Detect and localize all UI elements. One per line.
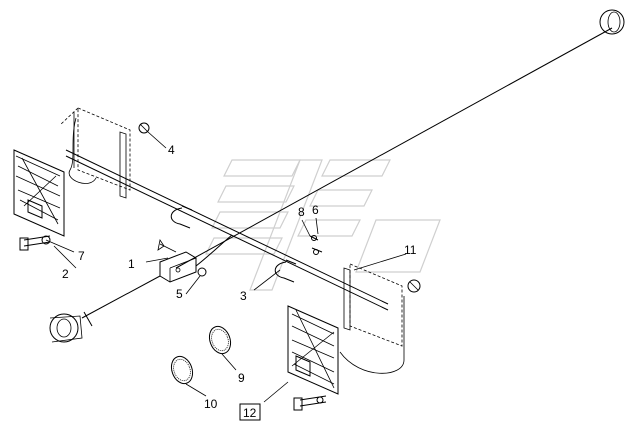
- callout-3: 3: [240, 289, 247, 303]
- trailer-plug: [49, 275, 161, 343]
- screws-washers: [309, 235, 323, 255]
- callout-12: 12: [243, 406, 257, 420]
- watermark-logo: [205, 159, 441, 291]
- right-tail-lamp: [287, 305, 339, 395]
- left-tail-lamp: [13, 149, 65, 237]
- left-lamp-bracket: [59, 107, 131, 199]
- u-bolts: [170, 205, 297, 283]
- callout-8: 8: [298, 205, 305, 219]
- callout-6: 6: [312, 203, 319, 217]
- callout-10: 10: [204, 397, 218, 411]
- cable-rod: [175, 9, 625, 269]
- callout-1: 1: [128, 257, 135, 271]
- reflectors: [170, 325, 232, 385]
- callout-4: 4: [168, 143, 175, 157]
- callout-12-box: [239, 403, 261, 421]
- right-lamp-bracket: [339, 263, 421, 374]
- callout-9: 9: [238, 371, 245, 385]
- junction-box: [157, 234, 233, 283]
- callout-5: 5: [176, 287, 183, 301]
- light-bar-rail: [65, 149, 389, 311]
- callout-2: 2: [62, 267, 69, 281]
- callout-7: 7: [78, 249, 85, 263]
- callout-11: 11: [404, 243, 417, 257]
- bolts: [19, 122, 327, 411]
- callout-labels: 1 2 3 4 5 6 7 8 9 10 11 12: [62, 143, 417, 421]
- leader-lines: [45, 131, 407, 403]
